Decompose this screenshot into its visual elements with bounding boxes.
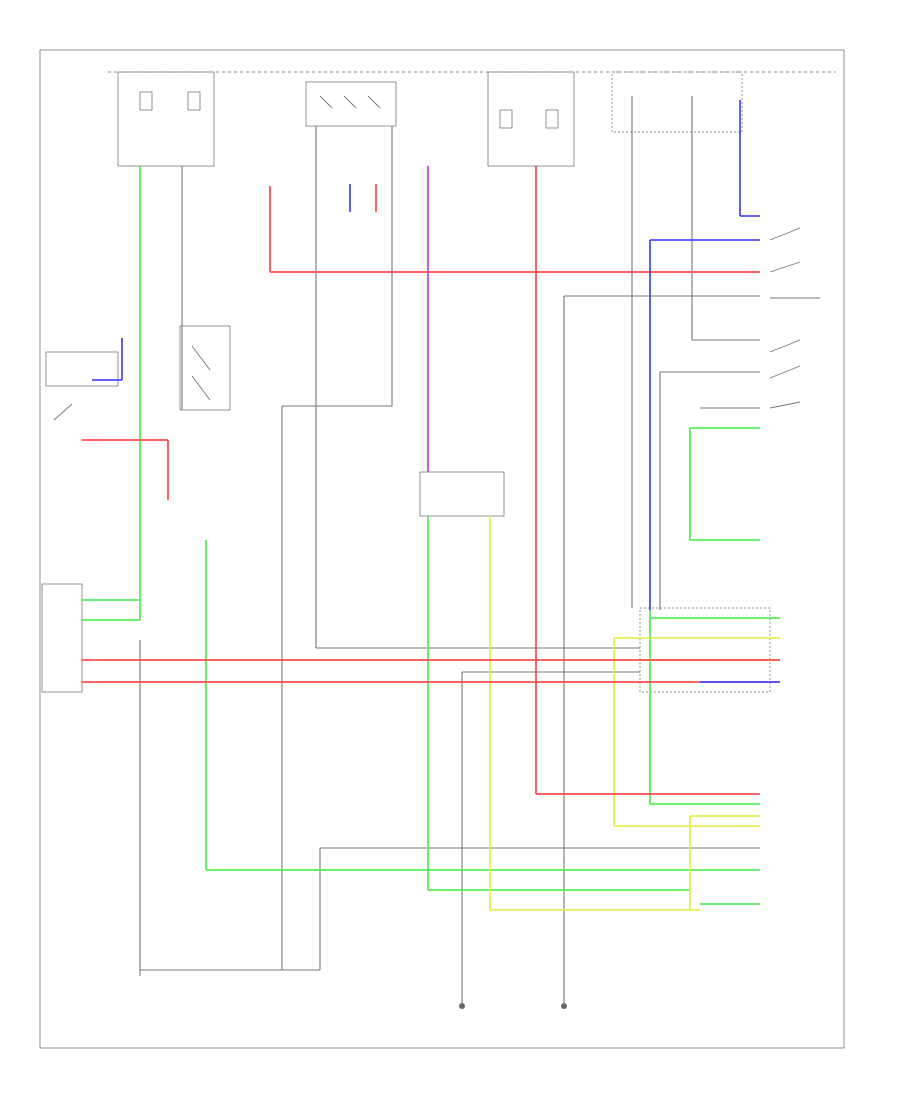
optical-control-module — [41, 583, 83, 693]
turn-signal-flasher — [419, 471, 505, 517]
trailer-connector — [639, 607, 771, 693]
yellow-wires — [489, 516, 780, 911]
blue-wires — [92, 100, 780, 683]
fuse-box-2 — [487, 71, 575, 167]
fuse-box-1 — [117, 71, 215, 167]
stop-lamp-switch — [179, 325, 231, 411]
fuse-box-3 — [611, 71, 743, 133]
right-switches — [769, 227, 820, 409]
ground-2 — [561, 1003, 567, 1009]
diagram-border — [39, 49, 845, 1049]
red-wires — [82, 166, 780, 795]
relay-center — [305, 81, 397, 127]
gray-wires — [139, 96, 760, 1004]
ground-1 — [459, 1003, 465, 1009]
green-wires — [82, 166, 780, 905]
door-switch — [45, 351, 119, 421]
